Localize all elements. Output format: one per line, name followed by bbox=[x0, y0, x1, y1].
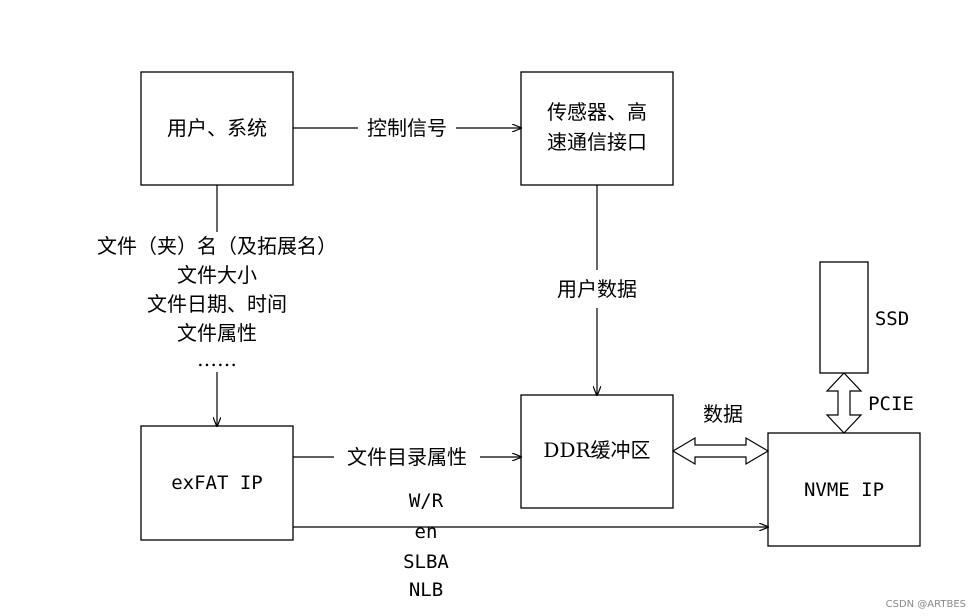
exfat-label: exFAT IP bbox=[171, 472, 263, 494]
nvme-ip-box bbox=[767, 432, 921, 547]
ddr-label: DDR缓冲区 bbox=[543, 438, 650, 462]
file-info-line-1: 文件（夹）名（及拓展名） bbox=[97, 234, 337, 258]
file-info-line-4: 文件属性 bbox=[177, 321, 257, 345]
file-info-line-3: 文件日期、时间 bbox=[147, 292, 287, 316]
user-system-box bbox=[140, 71, 294, 186]
sensor-label-line2: 速通信接口 bbox=[547, 130, 647, 154]
ssd-box bbox=[819, 261, 869, 374]
cmd-label-nlb: NLB bbox=[409, 579, 443, 601]
cmd-label-wr: W/R bbox=[409, 490, 444, 512]
file-info-line-2: 文件大小 bbox=[177, 263, 257, 287]
control-signal-label: 控制信号 bbox=[367, 116, 447, 140]
data-label: 数据 bbox=[703, 402, 743, 426]
data-double-arrow bbox=[671, 436, 770, 466]
user-system-label: 用户、系统 bbox=[167, 116, 267, 140]
nvme-label: NVME IP bbox=[804, 479, 884, 501]
sensor-interface-box bbox=[520, 71, 674, 186]
cmd-label-slba: SLBA bbox=[403, 551, 449, 573]
exfat-ip-box bbox=[140, 425, 294, 541]
ssd-label: SSD bbox=[875, 308, 909, 330]
watermark: CSDN @ARTBES bbox=[886, 599, 966, 610]
pcie-label: PCIE bbox=[868, 393, 914, 415]
user-data-label: 用户数据 bbox=[557, 277, 637, 301]
cmd-label-en: en bbox=[415, 521, 438, 543]
file-info-line-5: …… bbox=[197, 347, 237, 371]
pcie-double-arrow bbox=[825, 372, 863, 434]
sensor-label-line1: 传感器、高 bbox=[547, 100, 647, 124]
dir-attr-label: 文件目录属性 bbox=[347, 445, 467, 469]
